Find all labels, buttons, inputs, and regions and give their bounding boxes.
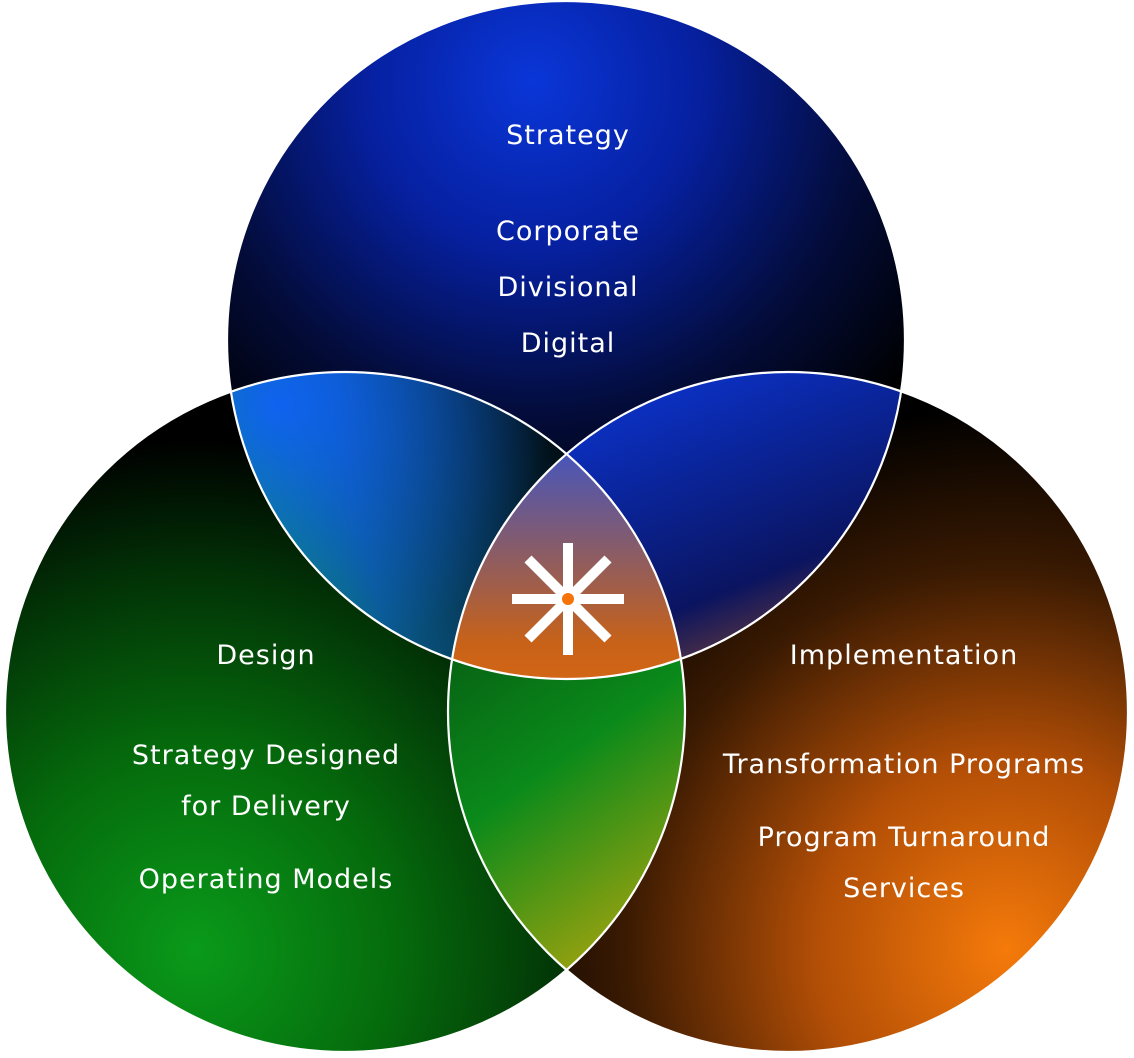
design-item: for Delivery <box>181 791 351 822</box>
asterisk-icon <box>512 543 624 655</box>
strategy-item: Corporate <box>496 216 640 247</box>
implementation-item: Services <box>843 873 965 904</box>
center-overlap <box>448 372 685 679</box>
strategy-item: Digital <box>521 328 616 359</box>
strategy-item: Divisional <box>497 272 638 303</box>
implementation-item: Transformation Programs <box>722 749 1085 780</box>
implementation-item: Program Turnaround <box>758 822 1051 853</box>
design-item: Strategy Designed <box>132 740 400 771</box>
circle-outlines <box>3 0 1130 1054</box>
design-title: Design <box>216 640 315 671</box>
design-item: Operating Models <box>139 864 394 895</box>
implementation-title: Implementation <box>790 640 1018 671</box>
strategy-title: Strategy <box>506 120 630 151</box>
